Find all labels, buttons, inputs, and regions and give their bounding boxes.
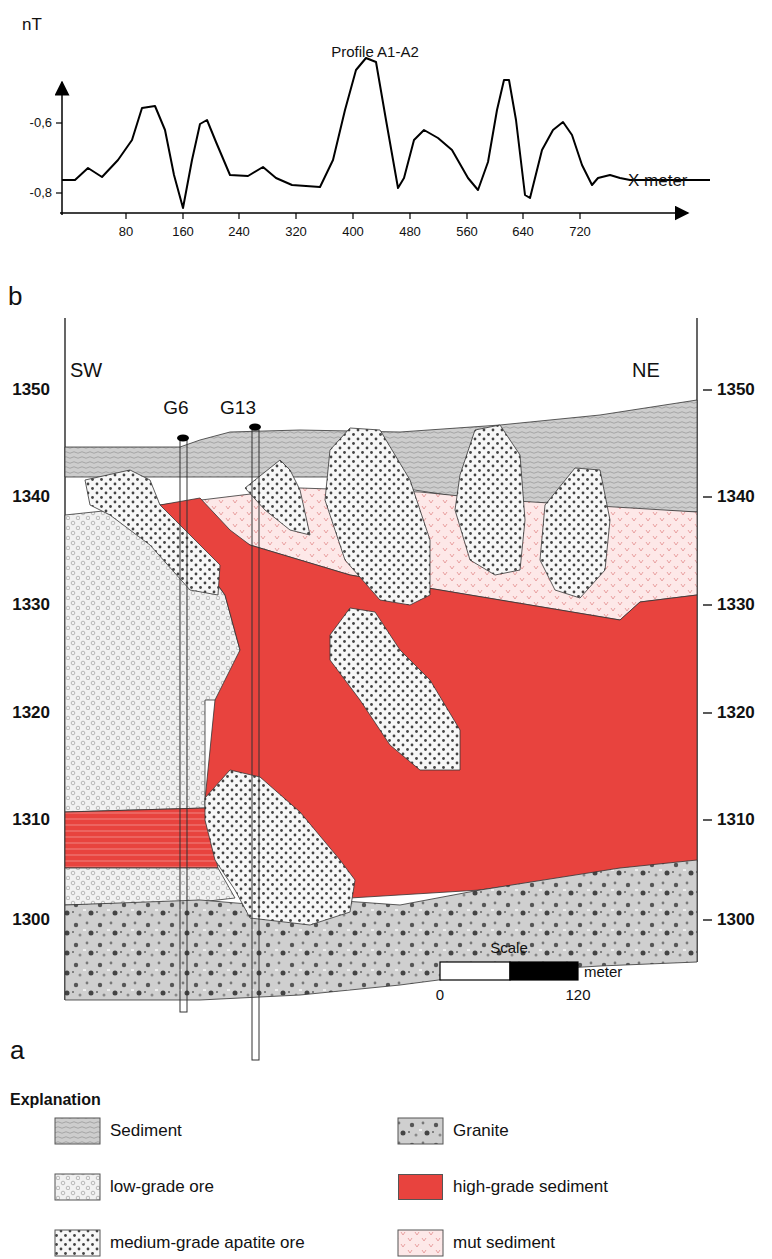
elevation-label: 1340 xyxy=(12,488,50,507)
tick-label: -0,8 xyxy=(30,186,52,200)
scale-number: 120 xyxy=(565,987,590,1004)
borehole-label: G6 xyxy=(163,398,188,419)
axis-title: X meter xyxy=(628,172,688,191)
chart-title: Profile A1-A2 xyxy=(331,44,419,61)
elevation-label: 1330 xyxy=(717,596,755,615)
elevation-label: 1310 xyxy=(12,811,50,830)
borehole-label: G13 xyxy=(220,398,256,419)
direction-label: SW xyxy=(70,359,102,381)
legend-text: mut sediment xyxy=(453,1234,555,1253)
tick-label: -0,6 xyxy=(30,116,52,130)
direction-label: NE xyxy=(632,359,660,381)
legend-text: high-grade sediment xyxy=(453,1178,608,1197)
panel-letter: b xyxy=(8,282,22,311)
tick-label: 240 xyxy=(228,225,250,239)
legend-text: Granite xyxy=(453,1122,509,1141)
tick-label: 160 xyxy=(172,225,194,239)
tick-label: 560 xyxy=(456,225,478,239)
elevation-label: 1300 xyxy=(717,911,755,930)
scale-title: Scale xyxy=(490,940,528,957)
legend-text: low-grade ore xyxy=(110,1178,214,1197)
tick-label: 320 xyxy=(285,225,307,239)
tick-label: 640 xyxy=(512,225,534,239)
elevation-label: 1310 xyxy=(717,811,755,830)
legend-text: medium-grade apatite ore xyxy=(110,1234,305,1253)
elevation-label: 1340 xyxy=(717,488,755,507)
scale-unit: meter xyxy=(584,964,622,981)
elevation-label: 1320 xyxy=(717,704,755,723)
tick-label: 400 xyxy=(342,225,364,239)
legend-title: Explanation xyxy=(10,1091,101,1109)
legend-swatch xyxy=(398,1174,443,1200)
elevation-label: 1330 xyxy=(12,596,50,615)
panel-letter: a xyxy=(10,1036,24,1065)
elevation-label: 1350 xyxy=(717,381,755,400)
axis-unit: nT xyxy=(22,16,42,35)
legend-text: Sediment xyxy=(110,1122,182,1141)
tick-label: 480 xyxy=(399,225,421,239)
elevation-label: 1320 xyxy=(12,704,50,723)
scale-number: 0 xyxy=(436,987,444,1004)
elevation-label: 1300 xyxy=(12,911,50,930)
elevation-label: 1350 xyxy=(12,381,50,400)
tick-label: 720 xyxy=(569,225,591,239)
tick-label: 80 xyxy=(119,225,133,239)
